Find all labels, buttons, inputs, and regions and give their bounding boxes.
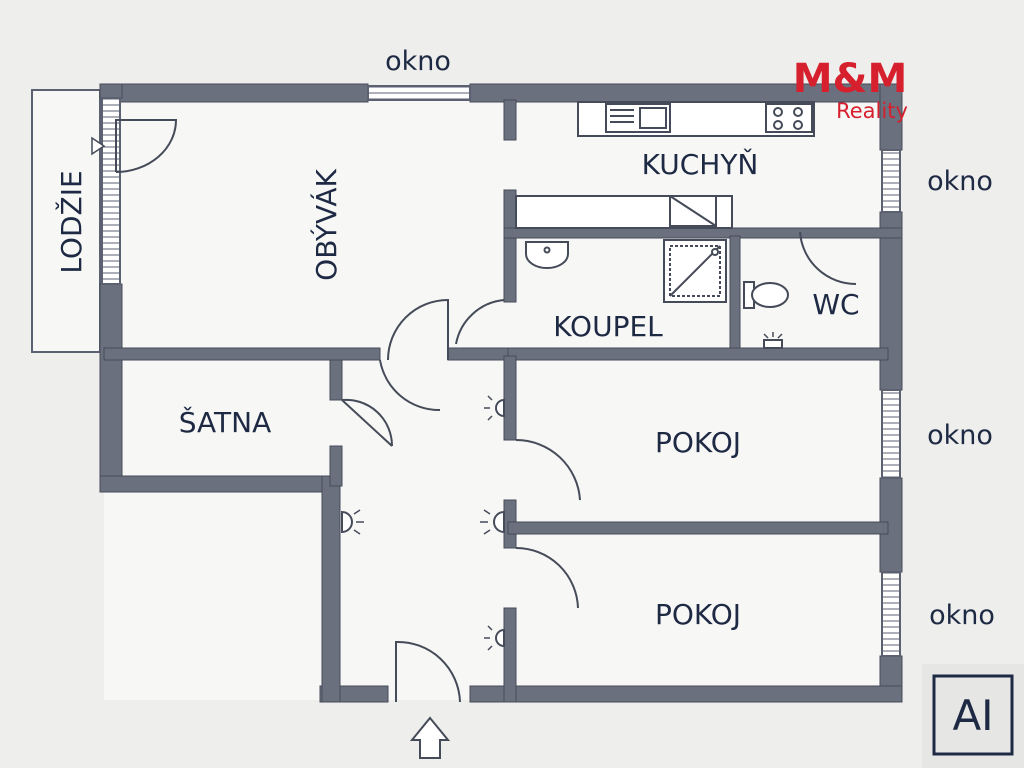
door-loggia	[115, 119, 178, 173]
window-label-pokoj-1: okno	[927, 420, 993, 451]
window-loggia	[101, 97, 121, 285]
window-label-pokoj-2: okno	[929, 600, 995, 631]
room-label-koupel: KOUPEL	[553, 310, 663, 343]
window-pokoj-2	[881, 571, 901, 657]
door-living	[387, 298, 449, 361]
doors	[115, 119, 857, 703]
logo-sub-text: Reality	[836, 99, 908, 123]
windows	[101, 85, 901, 657]
room-label-pokoj-1: POKOJ	[655, 426, 741, 459]
room-label-lodzie: LODŽIE	[54, 170, 88, 273]
floor-fills	[31, 88, 900, 700]
room-label-obyvak: OBÝVÁK	[309, 169, 343, 281]
walls	[99, 83, 903, 703]
window-kitchen	[881, 149, 901, 213]
entry-arrow-icon	[409, 716, 451, 759]
light-icon	[493, 510, 505, 534]
bath-fixtures	[525, 239, 789, 349]
door-pokoj-1	[515, 438, 581, 501]
door-hall-top	[379, 359, 441, 412]
apartment-floor	[104, 88, 900, 700]
light-icon	[495, 628, 505, 648]
door-pokoj-2	[515, 547, 579, 609]
door-satna	[341, 398, 394, 447]
window-labels: okno okno okno okno	[385, 46, 995, 631]
light-icons	[341, 395, 505, 651]
room-labels: LODŽIE OBÝVÁK KUCHYŇ KOUPEL WC ŠATNA POK…	[54, 147, 860, 631]
ai-badge: AI	[922, 664, 1024, 768]
washbasin-icon	[525, 241, 569, 269]
ai-badge-text: AI	[952, 691, 993, 740]
loggia-floor	[31, 89, 101, 353]
room-label-satna: ŠATNA	[179, 405, 271, 439]
window-label-top: okno	[385, 46, 451, 77]
window-top	[367, 85, 471, 101]
door-entry	[395, 640, 461, 703]
door-wc	[799, 231, 857, 286]
kitchen-fixtures	[515, 101, 815, 229]
stove-icon	[765, 103, 813, 133]
room-label-wc: WC	[812, 288, 859, 321]
brand-logo: M&M Reality	[793, 56, 908, 123]
window-pokoj-1	[881, 389, 901, 479]
lamp-icon	[763, 339, 783, 349]
logo-main-text: M&M	[793, 56, 908, 102]
window-label-kitchen: okno	[927, 166, 993, 197]
light-icon	[495, 398, 505, 418]
door-bath	[455, 299, 505, 345]
triangle-marker-icon	[91, 136, 106, 156]
room-label-pokoj-2: POKOJ	[655, 598, 741, 631]
room-label-kuchyn: KUCHYŇ	[642, 147, 759, 181]
light-icon	[341, 510, 353, 534]
